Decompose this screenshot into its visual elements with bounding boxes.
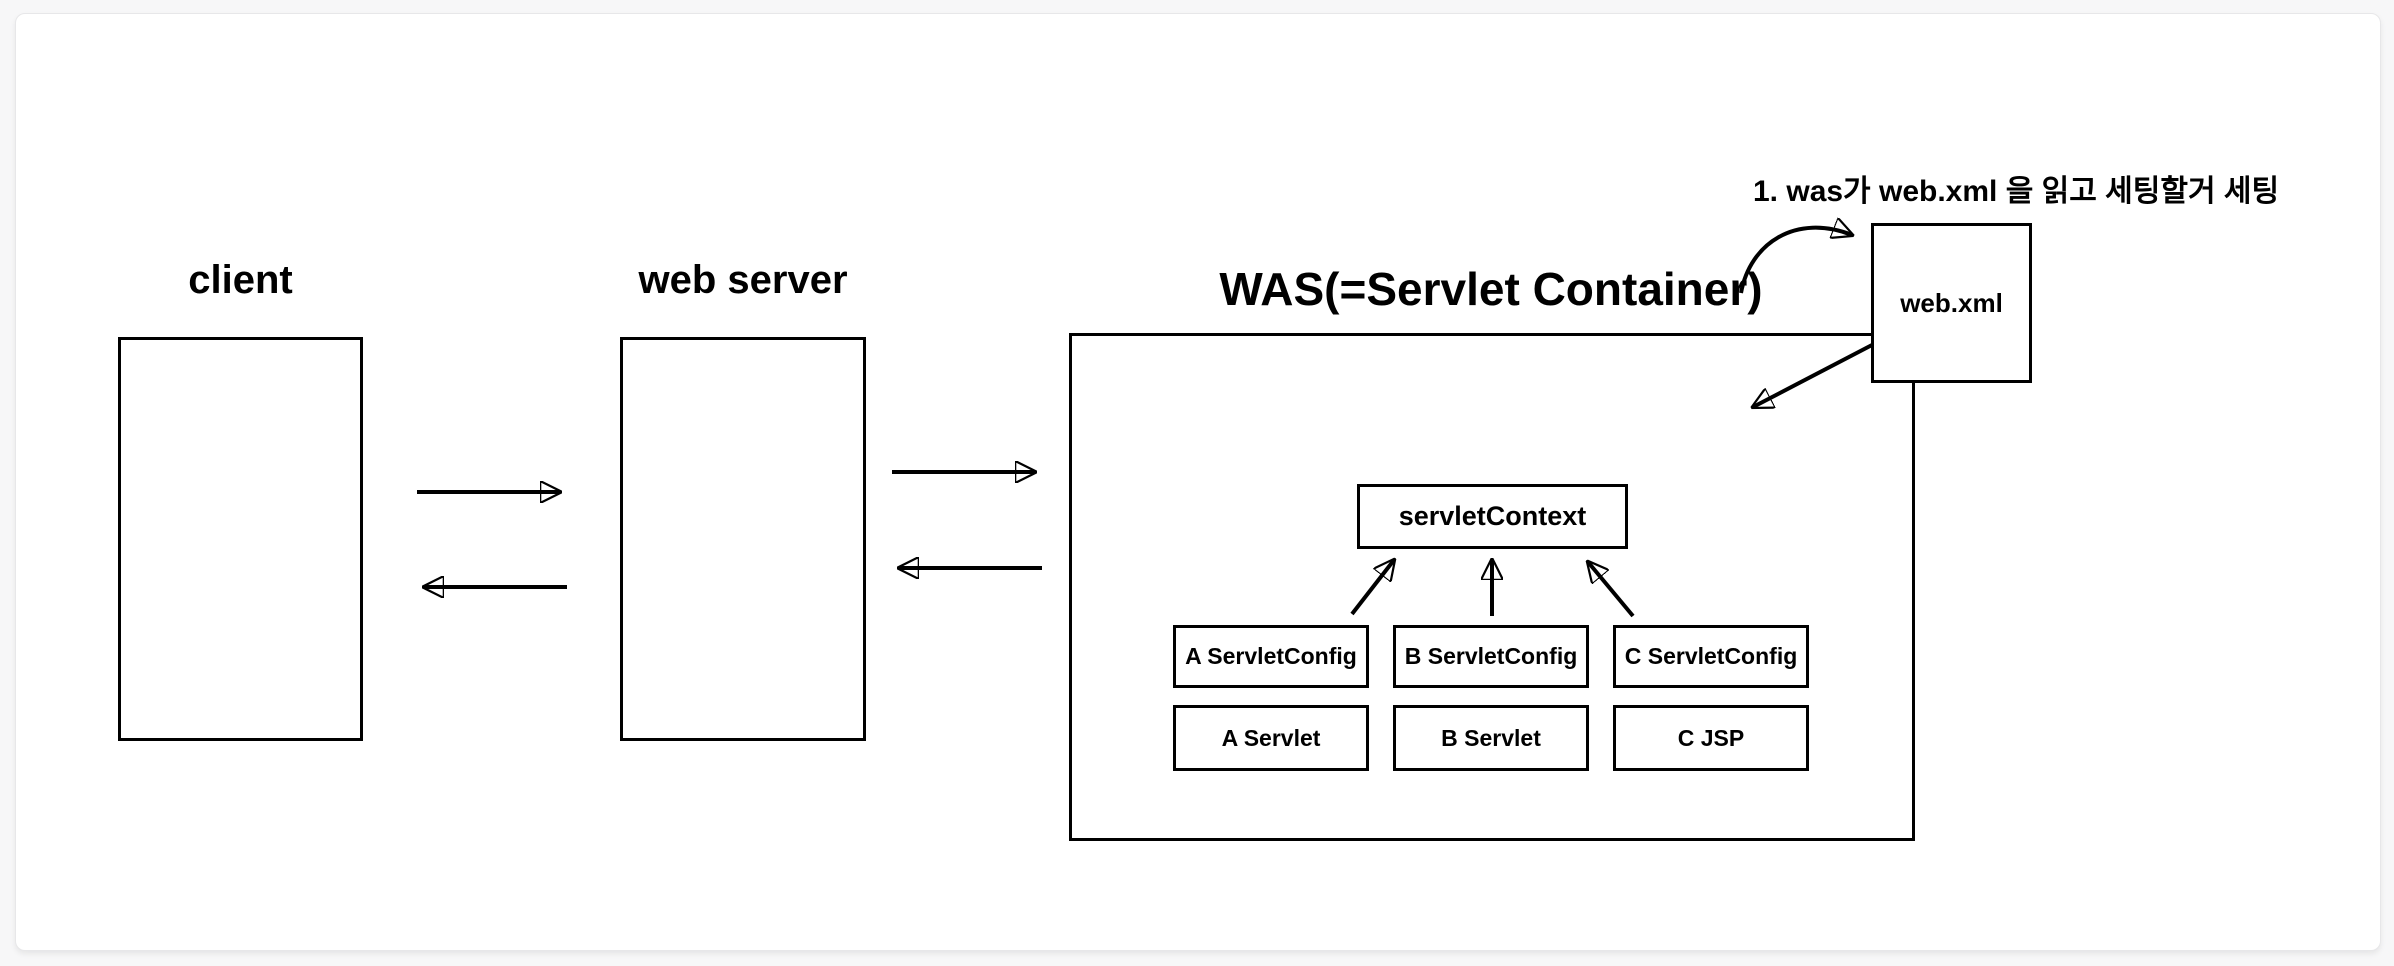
client-box	[118, 337, 363, 741]
servlet-config-b-box: B ServletConfig	[1393, 625, 1589, 688]
servlet-config-c-box: C ServletConfig	[1613, 625, 1809, 688]
step1-note: 1. was가 web.xml 을 읽고 세팅할거 세팅	[1753, 175, 2280, 208]
client-title: client	[188, 258, 293, 302]
servlet-b-label: B Servlet	[1441, 724, 1541, 751]
web-xml-box: web.xml	[1871, 223, 2032, 383]
servlet-a-label: A Servlet	[1221, 724, 1321, 751]
servlet-config-c-label: C ServletConfig	[1624, 643, 1798, 669]
jsp-c-label: C JSP	[1677, 724, 1745, 751]
servlet-b-box: B Servlet	[1393, 705, 1589, 771]
servlet-config-a-label: A ServletConfig	[1185, 643, 1357, 669]
web-server-box	[620, 337, 866, 741]
servlet-config-b-label: B ServletConfig	[1404, 643, 1578, 669]
servlet-context-label: servletContext	[1398, 501, 1587, 531]
servlet-a-box: A Servlet	[1173, 705, 1369, 771]
was-title: WAS(=Servlet Container)	[1219, 263, 1763, 315]
web-xml-label: web.xml	[1900, 287, 2003, 318]
web-server-title: web server	[638, 258, 848, 302]
jsp-c-box: C JSP	[1613, 705, 1809, 771]
servlet-config-a-box: A ServletConfig	[1173, 625, 1369, 688]
servlet-context-box: servletContext	[1357, 484, 1628, 549]
